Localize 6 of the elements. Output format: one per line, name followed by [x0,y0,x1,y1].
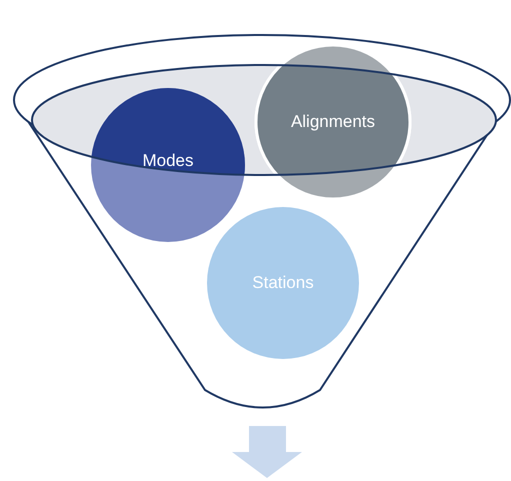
circle-node [90,87,246,243]
circle-label: Modes [142,151,194,171]
circle-node [255,44,411,200]
circle-node [206,206,360,360]
circle-label: Alignments [290,112,376,132]
circle-label: Stations [252,273,314,293]
